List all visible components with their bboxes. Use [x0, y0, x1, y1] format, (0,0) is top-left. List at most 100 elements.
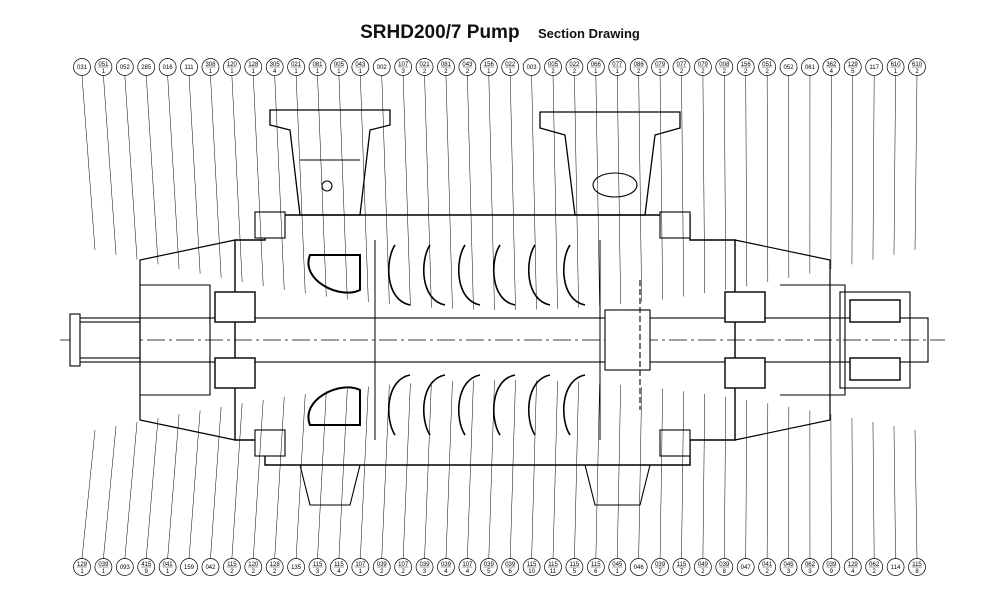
leader-line — [893, 75, 896, 255]
callout-qty: 1 — [594, 69, 598, 75]
callout-qty: 2 — [680, 69, 684, 75]
callout-code: 107 — [398, 562, 409, 568]
callout-code: 077 — [612, 62, 623, 68]
callout-code: 115 — [677, 562, 687, 568]
callout-code: 039 — [441, 562, 452, 568]
leader-line — [124, 75, 138, 260]
callout-bubble: 114 — [886, 425, 905, 576]
callout-qty: 1 — [337, 69, 341, 75]
leader-line — [531, 75, 537, 310]
callout-code: 052 — [120, 65, 131, 71]
callout-qty: 2 — [466, 69, 470, 75]
callout-qty: 1 — [230, 69, 234, 75]
callout-code: 086 — [634, 62, 645, 68]
callout-bubble: 031 — [73, 58, 96, 251]
callout-qty: 3 — [423, 569, 427, 575]
bearings — [214, 291, 901, 389]
leader-line — [552, 381, 558, 559]
leader-line — [145, 75, 159, 265]
leader-line — [81, 429, 96, 559]
callout-qty: 9 — [830, 569, 834, 575]
callout-qty: 2 — [252, 569, 256, 575]
callout-code: 062 — [869, 562, 880, 568]
callout-qty: 4 — [851, 569, 855, 575]
callout-circle — [865, 58, 884, 76]
leader-line — [210, 75, 222, 278]
leader-line — [424, 75, 432, 308]
callout-qty: 2 — [765, 69, 769, 75]
callout-qty: 1 — [102, 69, 106, 75]
callout-qty: 2 — [230, 569, 234, 575]
callout-code: 016 — [163, 65, 174, 71]
callout-bubble: 111 — [180, 58, 201, 274]
callout-qty: 4 — [444, 569, 448, 575]
callout-code: 115 — [912, 562, 922, 568]
leader-line — [81, 75, 96, 251]
callout-code: 022 — [569, 62, 580, 68]
callout-code: 115 — [548, 562, 558, 568]
leader-line — [253, 75, 264, 287]
callout-code: 129 — [848, 62, 859, 68]
callout-bubble: 093 — [115, 421, 138, 576]
leader-line — [317, 391, 327, 559]
callout-bubble: 002 — [372, 58, 391, 305]
callout-code: 022 — [505, 62, 516, 68]
callout-code: 117 — [869, 65, 879, 71]
callout-circle — [372, 58, 391, 76]
callout-qty: 2 — [423, 69, 427, 75]
balance-drum — [604, 280, 651, 410]
callout-bubble: 285 — [137, 58, 159, 265]
leader-line — [467, 380, 474, 559]
callout-code: 079 — [655, 62, 666, 68]
leader-line — [338, 75, 348, 300]
callout-circle — [736, 558, 755, 576]
leader-line — [381, 75, 390, 305]
callout-qty: 7 — [680, 569, 684, 575]
callout-code: 115 — [570, 562, 580, 568]
leader-line — [617, 75, 621, 305]
leader-line — [467, 75, 474, 310]
callout-code: 114 — [891, 565, 901, 571]
callout-code: 005 — [548, 62, 559, 68]
leader-line — [188, 75, 201, 274]
leader-line — [659, 75, 663, 300]
callout-qty: 1 — [102, 569, 106, 575]
leader-line — [893, 425, 896, 559]
callout-code: 093 — [120, 565, 131, 571]
leader-line — [638, 386, 642, 559]
leader-line — [702, 393, 705, 559]
callout-circle — [779, 58, 798, 76]
leader-line — [681, 75, 684, 297]
callout-code: 129 — [848, 562, 859, 568]
callout-circle — [287, 558, 305, 576]
callout-circle — [180, 58, 198, 76]
callout-qty: 1 — [509, 69, 513, 75]
drawing-subtitle: Section Drawing — [538, 26, 640, 41]
callout-qty: 11 — [550, 569, 557, 575]
callout-qty: 1 — [316, 69, 320, 75]
leader-line — [103, 75, 117, 255]
suction-nozzle — [269, 109, 391, 216]
callout-code: 051 — [762, 62, 773, 68]
callout-code: 285 — [141, 65, 152, 71]
